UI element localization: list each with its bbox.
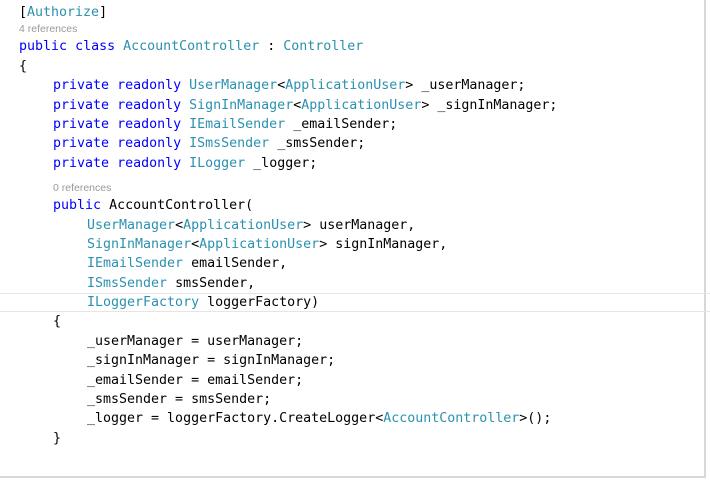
parameter-type: UserManager [87,217,176,233]
parameter-name: signInManager, [327,236,448,252]
field-name: _emailSender; [285,116,398,132]
generic-open: < [293,97,302,113]
base-class-name: Controller [283,39,364,55]
generic-close: > [405,78,414,94]
parameter-name: smsSender, [167,275,256,291]
keyword-readonly: readonly [117,155,182,171]
field-line: private readonly IEmailSender _emailSend… [19,115,699,134]
keyword-readonly: readonly [117,78,182,94]
class-name: AccountController [123,39,260,55]
logger-statement-line: _logger = loggerFactory.CreateLogger<Acc… [19,409,699,428]
parameter-name: userManager, [311,217,416,233]
statement-line: _userManager = userManager; [87,333,304,349]
statement-line: _emailSender = emailSender; [87,372,304,388]
attribute-name: Authorize [27,5,100,20]
code-area[interactable]: [Authorize] 4 references public class Ac… [0,3,710,448]
codelens-ctor-references[interactable]: 0 references [53,182,112,195]
keyword-readonly: readonly [117,116,182,132]
generic-close: > [303,217,312,233]
keyword-private: private [53,97,110,113]
parameter-line: UserManager<ApplicationUser> userManager… [19,216,699,235]
field-type: IEmailSender [189,116,286,132]
field-line: private readonly SignInManager<Applicati… [19,96,699,115]
field-line: private readonly ISmsSender _smsSender; [19,134,699,153]
statement-text: _logger = loggerFactory.CreateLogger< [87,411,384,427]
statement-text: >(); [519,411,552,427]
parameter-type: ILoggerFactory [87,295,200,311]
generic-type: AccountController [383,411,520,427]
keyword-private: private [53,155,110,171]
field-name: _signInManager; [429,97,558,113]
generic-type: ApplicationUser [301,97,422,113]
generic-type: ApplicationUser [183,217,304,233]
generic-open: < [175,217,184,233]
codelens-class-references[interactable]: 4 references [19,23,78,36]
inheritance-separator: : [259,39,284,55]
attribute-line: [Authorize] [19,3,699,22]
constructor-brace-open: { [53,314,62,330]
generic-type: ApplicationUser [285,78,406,94]
parameter-line: ISmsSender smsSender, [19,274,699,293]
generic-open: < [191,236,200,252]
constructor-brace-close: } [53,430,62,446]
field-type: ILogger [189,155,246,171]
field-line: private readonly UserManager<Application… [19,76,699,95]
parameter-line: SignInManager<ApplicationUser> signInMan… [19,235,699,254]
bracket-close: ] [99,5,108,20]
statement-line: _signInManager = signInManager; [87,353,336,369]
keyword-private: private [53,78,110,94]
field-type: SignInManager [189,97,294,113]
keyword-readonly: readonly [117,97,182,113]
field-name: _smsSender; [269,136,366,152]
constructor-declaration-line: public AccountController( [19,196,699,215]
field-name: _logger; [245,155,318,171]
keyword-private: private [53,136,110,152]
field-type: UserManager [189,78,278,94]
parameter-name: emailSender, [183,256,288,272]
field-type: ISmsSender [189,136,270,152]
generic-open: < [277,78,286,94]
class-brace-open: { [19,58,28,74]
statement-line: _smsSender = smsSender; [87,392,272,408]
field-line: private readonly ILogger _logger; [19,154,699,173]
parameter-name: loggerFactory) [199,295,320,311]
keyword-private: private [53,116,110,132]
current-line-parameter[interactable]: ILoggerFactory loggerFactory) [0,293,710,313]
parameter-type: SignInManager [87,236,192,252]
generic-close: > [421,97,430,113]
keyword-class: class [75,39,116,55]
generic-close: > [319,236,328,252]
blank-line [19,173,699,181]
parameter-type: ISmsSender [87,275,168,291]
keyword-public: public [19,39,68,55]
parameter-type: IEmailSender [87,256,184,272]
generic-type: ApplicationUser [199,236,320,252]
keyword-readonly: readonly [117,136,182,152]
class-declaration-line: public class AccountController : Control… [19,37,699,56]
field-name: _userManager; [413,78,526,94]
constructor-name: AccountController( [109,198,254,214]
parameter-line: IEmailSender emailSender, [19,254,699,273]
keyword-public: public [53,198,102,214]
bracket-open: [ [19,5,28,20]
